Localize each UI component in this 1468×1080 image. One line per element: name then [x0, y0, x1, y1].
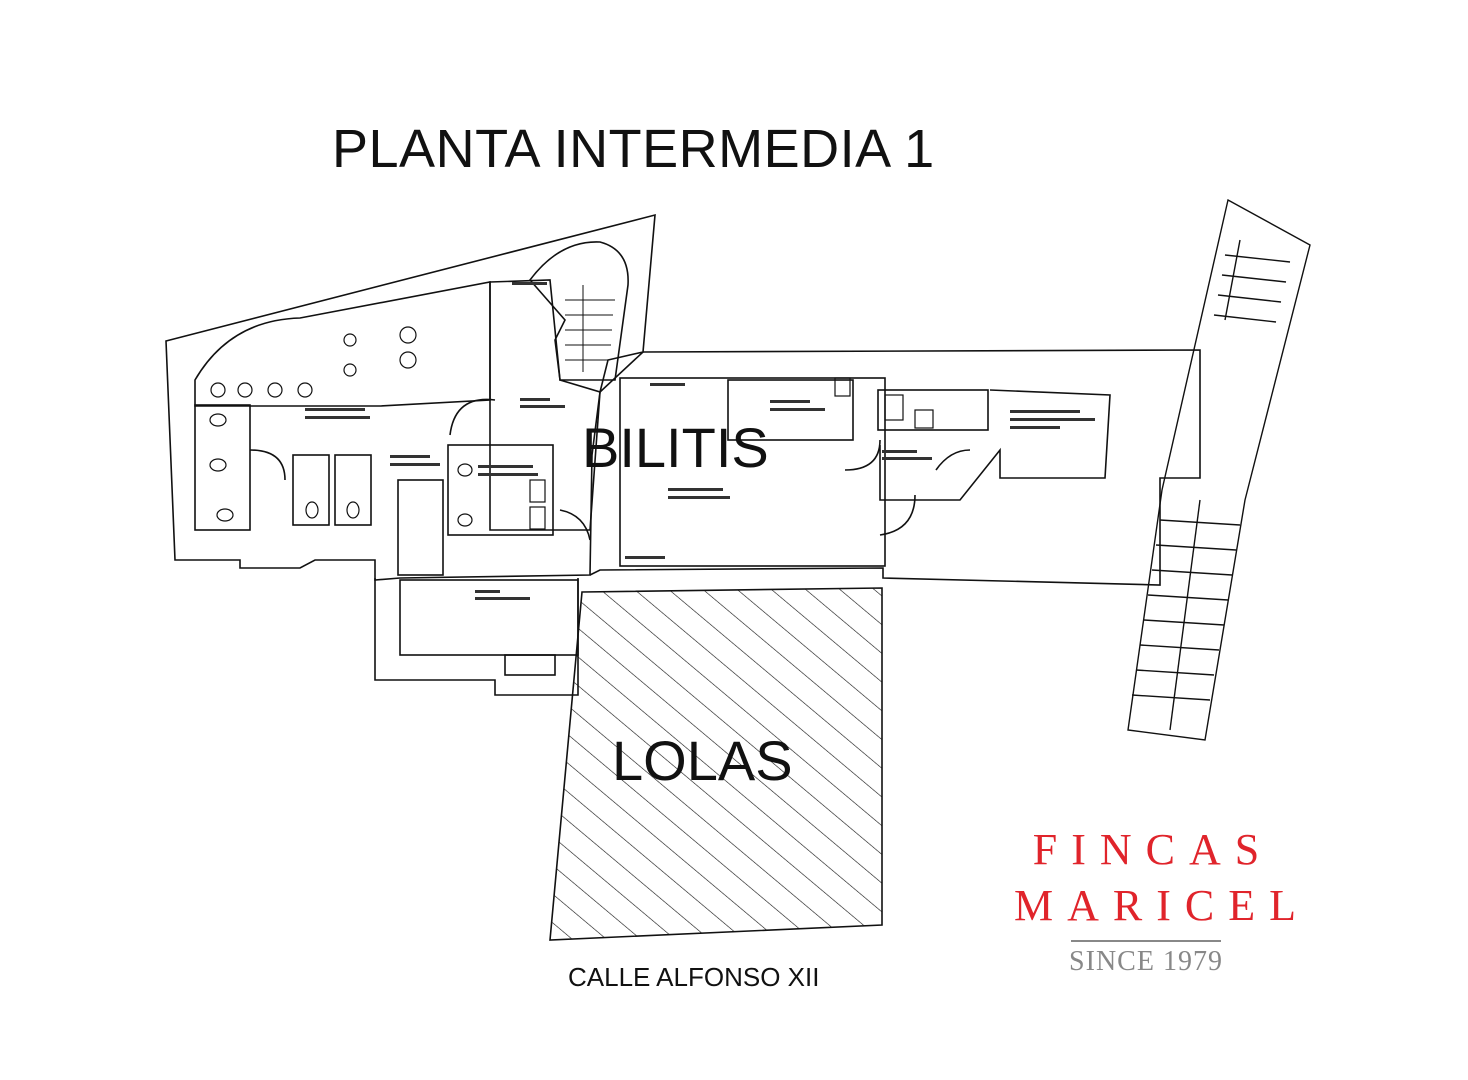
fixtures: [209, 326, 934, 530]
annotation-mark: [305, 408, 365, 411]
annotation-mark: [390, 463, 440, 466]
door-arc-3: [879, 494, 916, 536]
logo-line-fincas: FINCAS: [1032, 825, 1274, 874]
annotation-mark: [520, 405, 565, 408]
fixture-sink: [343, 333, 357, 347]
bilitis-hall-outline: [589, 349, 1201, 586]
annotation-mark: [770, 408, 825, 411]
annotation-mark: [478, 473, 538, 476]
annotation-mark: [1010, 410, 1080, 413]
rest-area: [877, 389, 989, 431]
annotation-mark: [770, 400, 810, 403]
fixture-toilet: [210, 382, 226, 398]
door-arc-2: [844, 439, 881, 471]
left-wing-outline: [165, 213, 656, 581]
stall-2: [292, 454, 330, 526]
storage-window: [504, 654, 556, 676]
fixture-toilet: [457, 463, 473, 477]
fixture-toilet: [267, 382, 283, 398]
annotation-mark: [475, 590, 500, 593]
right-stairs: [1127, 198, 1311, 741]
mens-restroom-outline: [194, 281, 491, 407]
fixture-sink: [343, 363, 357, 377]
fixture-sink: [884, 394, 904, 421]
annotation-mark: [625, 556, 665, 559]
wall-outlines: [165, 198, 1311, 941]
annotation-mark: [650, 383, 685, 386]
logo-divider: [1071, 940, 1221, 942]
fixture-toilet: [305, 501, 319, 519]
inner-stairs: [565, 285, 615, 372]
small-restroom-outline: [447, 444, 554, 536]
bar-area: [727, 379, 854, 441]
fincas-maricel-logo: FINCAS MARICEL SINCE 1979: [1000, 822, 1310, 978]
room-annotations: [305, 282, 1095, 600]
door-arc-4: [935, 449, 971, 471]
fixture-toilet: [209, 413, 227, 427]
annotation-mark: [475, 597, 530, 600]
plan-title: PLANTA INTERMEDIA 1: [332, 119, 935, 179]
annotation-mark: [668, 488, 723, 491]
fixture-toilet: [346, 501, 360, 519]
fixture-toilet: [457, 513, 473, 527]
fixture-sink: [529, 479, 546, 503]
bilitis-label: BILITIS: [582, 416, 769, 479]
annotation-mark: [512, 282, 547, 285]
counter-area: [879, 389, 1111, 501]
fixture-sink: [834, 377, 851, 397]
fixture-toilet: [209, 458, 227, 472]
lolas-area: [549, 587, 883, 941]
stair-curve: [528, 241, 629, 381]
logo-since: SINCE 1979: [1069, 946, 1223, 977]
fixture-sink: [399, 326, 417, 344]
fixture-toilet: [216, 508, 234, 522]
annotation-mark: [668, 496, 730, 499]
vestibule-outline: [489, 279, 601, 531]
fixture-toilet: [237, 382, 253, 398]
stall-block-1: [194, 404, 251, 531]
cleaning-room-outline: [397, 479, 444, 576]
door-arc-6: [249, 449, 286, 481]
annotation-mark: [305, 416, 370, 419]
annotation-mark: [1010, 418, 1095, 421]
storage-room: [399, 579, 579, 656]
fixture-sink: [399, 351, 417, 369]
street-label: CALLE ALFONSO XII: [568, 962, 820, 992]
fixture-sink: [914, 409, 934, 429]
annotation-mark: [478, 465, 533, 468]
logo-line-maricel: MARICEL: [1014, 881, 1310, 930]
annotation-mark: [882, 450, 917, 453]
annotation-mark: [1010, 426, 1060, 429]
main-room: [619, 377, 886, 567]
annotation-mark: [882, 457, 932, 460]
door-arc-5: [559, 509, 591, 541]
fixture-toilet: [297, 382, 313, 398]
fixture-sink: [529, 506, 546, 530]
stall-3: [334, 454, 372, 526]
storage-outline: [374, 578, 579, 696]
door-arc-1: [449, 398, 496, 436]
annotation-mark: [390, 455, 430, 458]
annotation-mark: [520, 398, 550, 401]
lolas-label: LOLAS: [612, 729, 793, 792]
